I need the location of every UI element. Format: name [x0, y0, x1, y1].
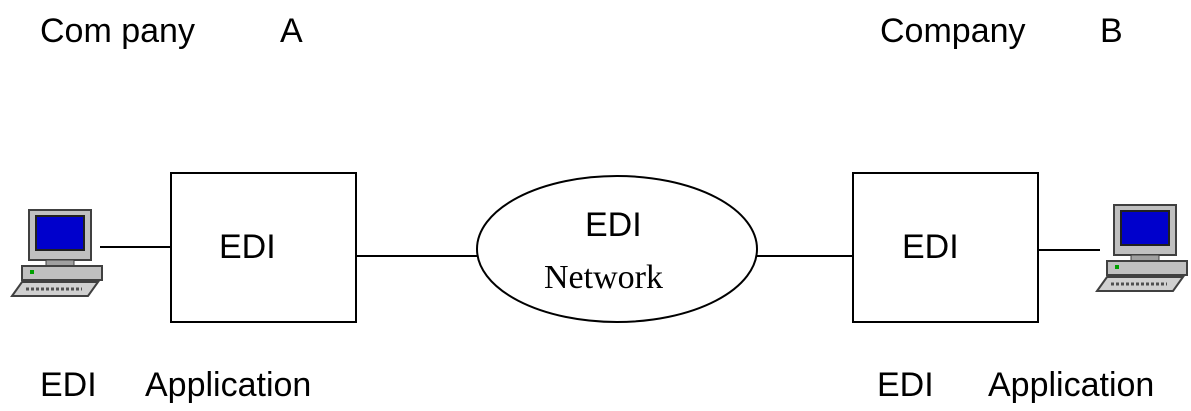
application-b-label: Application: [988, 366, 1155, 404]
edi-box-b-label: EDI: [902, 228, 959, 266]
network-label-edi: EDI: [585, 206, 642, 244]
edi-box-b: [852, 172, 1039, 323]
edi-box-a: [170, 172, 357, 323]
company-a-label: Com pany: [40, 12, 195, 50]
edi-box-a-label: EDI: [219, 228, 276, 266]
desktop-computer-icon: [10, 209, 103, 297]
application-a-label: Application: [145, 366, 312, 404]
company-b-letter: B: [1100, 12, 1123, 50]
company-a-letter: A: [280, 12, 303, 50]
application-b-edi-label: EDI: [877, 366, 934, 404]
desktop-computer-icon: [1095, 204, 1188, 292]
edi-network-ellipse: [476, 175, 758, 323]
application-a-edi-label: EDI: [40, 366, 97, 404]
network-label-network: Network: [544, 259, 663, 296]
company-b-label: Company: [880, 12, 1026, 50]
